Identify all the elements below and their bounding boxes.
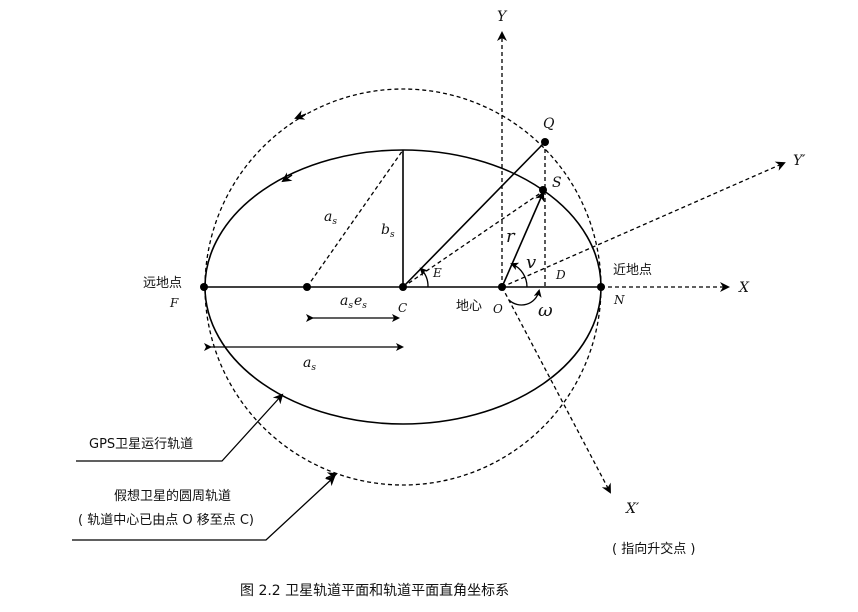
point-q [541,138,549,146]
label-s: S [552,175,562,191]
label-r: r [506,226,516,247]
label-q: Q [543,116,555,132]
label-a-s-upper: as [324,209,337,227]
point-c [399,283,407,291]
angle-e-arc [419,267,429,288]
hypothetical-orbit-leader-line [72,475,336,541]
label-y: Y [497,9,508,25]
point-s [539,186,547,194]
label-hypothetical-orbit-line1: 假想卫星的圆周轨道 [114,488,231,504]
label-hypothetical-orbit-line2: ( 轨道中心已由点 O 移至点 C) [78,513,254,528]
label-b-s: bs [381,222,395,240]
label-d: D [555,268,566,282]
label-gps-orbit: GPS卫星运行轨道 [89,437,193,452]
line-c-to-q [402,141,546,288]
circle-direction-arrow-bottom [325,472,338,482]
label-e: E [432,266,442,280]
label-v: v [526,252,536,273]
y-prime-axis-dashed [501,161,786,288]
label-o: O [493,302,503,316]
label-c: C [398,301,407,315]
label-x: X [738,280,750,296]
circle-direction-arrow-top [294,110,307,120]
x-prime-axis-dashed [501,286,611,494]
label-ascending-node: ( 指向升交点 ) [612,541,695,557]
point-o [498,283,506,291]
label-a-s-e-s: ases [340,293,367,311]
label-f: F [169,296,179,310]
label-y-prime: Y′ [793,153,806,169]
ellipse-direction-arrow [281,172,293,183]
point-focus-left [303,283,311,291]
label-geocenter: 地心 [456,299,482,314]
label-n: N [613,293,625,307]
label-perigee: 近地点 [613,263,652,278]
label-apogee: 远地点 [143,276,182,291]
radius-vector-r [501,191,545,288]
figure-caption: 图 2.2 卫星轨道平面和轨道平面直角坐标系 [240,582,509,599]
angle-omega-arc [508,289,542,306]
gps-orbit-leader-line [76,393,284,462]
angle-v-arc [510,262,528,288]
point-f [200,283,208,291]
label-x-prime: X′ [625,501,640,517]
semi-major-dashed-line [306,149,404,288]
label-omega: ω [538,300,553,321]
label-a-s-lower: as [303,355,316,373]
point-n [597,283,605,291]
